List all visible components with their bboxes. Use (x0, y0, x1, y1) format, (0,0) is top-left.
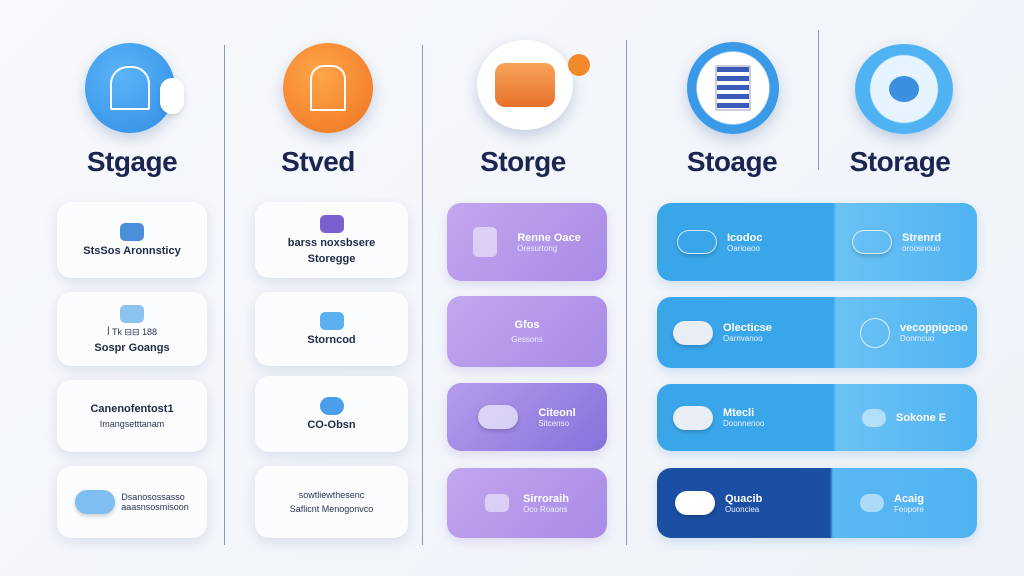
storage-icon (485, 494, 510, 512)
divider (224, 45, 225, 545)
server-icon (473, 227, 498, 257)
card-sublabel: Storegge (307, 253, 356, 265)
storage-card[interactable]: StsSos Aronnsticy (57, 202, 207, 278)
card-label: Quacib (725, 492, 763, 505)
card-label: Gfos (514, 319, 540, 331)
storage-card[interactable]: Storncod (255, 292, 408, 366)
card-label: barss noxsbsere (287, 237, 376, 249)
card-sublabel: aaasnsosmisoon (121, 502, 189, 512)
cloud-icon (675, 491, 715, 515)
storage-box-icon (85, 43, 175, 133)
cloud-icon (75, 490, 116, 514)
card-sublabel: Oarnvanoo (723, 334, 763, 343)
card-label: ꟾ Tk ⊟⊟ 188 (106, 326, 158, 337)
database-icon (120, 223, 144, 241)
card-sublabel: Sospr Goangs (94, 341, 170, 354)
column-title: Storage (849, 146, 951, 177)
card-sublabel: Imangsetttanam (99, 419, 165, 429)
server-icon (120, 304, 144, 323)
card-sublabel: Oresurtong (517, 243, 558, 253)
column-title: Stgage (86, 146, 178, 177)
card-sublabel: Donmcuo (900, 334, 935, 343)
card-label: Storncod (307, 334, 356, 346)
cloud-icon (673, 320, 713, 345)
card-sublabel: oroosnouo (902, 243, 940, 253)
cloud-icon (478, 405, 519, 429)
card-sublabel: Gessons (511, 335, 543, 344)
storage-card[interactable]: CO-Obsn (255, 376, 408, 452)
card-sublabel: Ouonciea (725, 504, 760, 514)
card-label: Mtecli (723, 407, 755, 419)
card-sublabel: Sitcenso (538, 418, 570, 428)
card-label: Icodoc (727, 231, 763, 244)
divider (818, 30, 819, 170)
card-sublabel: Feopore (894, 504, 924, 514)
server-icon (687, 42, 779, 134)
device-icon (852, 230, 892, 254)
layers-icon (319, 312, 344, 330)
column-title: Storge (480, 146, 566, 177)
card-sublabel: Oco Roaons (523, 504, 568, 514)
card-sublabel: Oarioaoo (727, 243, 760, 253)
card-label: Sirroraih (523, 492, 569, 505)
storage-icon (677, 230, 717, 254)
divider (626, 40, 627, 545)
card-label: Canenofentost1 (90, 403, 174, 415)
database-cloud-icon (477, 40, 573, 130)
card-label: vecoppigcoo (900, 322, 968, 334)
card-label: Sokone E (896, 411, 947, 424)
card-label: Dsanosossasso (121, 492, 185, 502)
card-label: Citeonl (538, 406, 576, 419)
cloud-icon (862, 408, 886, 427)
card-label: sowtliewthesenc (298, 490, 365, 500)
stack-icon (319, 215, 344, 233)
globe-icon (860, 317, 890, 348)
cloud-icon (673, 405, 713, 430)
card-label: Olecticse (723, 322, 772, 334)
cloud-icon (160, 78, 184, 114)
card-label: StsSos Aronnsticy (83, 245, 181, 257)
locker-icon (283, 43, 373, 133)
cloud-icon (319, 397, 344, 415)
card-sublabel: Doonnenoo (723, 419, 765, 428)
cloud-storage-icon (855, 44, 953, 134)
column-title: Stoage (686, 146, 778, 177)
right-section: Sokone E (862, 384, 946, 451)
drive-icon (860, 494, 884, 512)
card-sublabel: Saflicnt Menogonvco (289, 504, 374, 514)
card-label: CO-Obsn (307, 419, 356, 431)
column-title: Stved (281, 146, 355, 177)
card-label: Renne Oace (517, 231, 581, 244)
card-label: Acaig (894, 492, 924, 505)
notification-dot-icon (568, 54, 590, 76)
card-label: Strenrd (902, 231, 942, 244)
divider (422, 45, 423, 545)
